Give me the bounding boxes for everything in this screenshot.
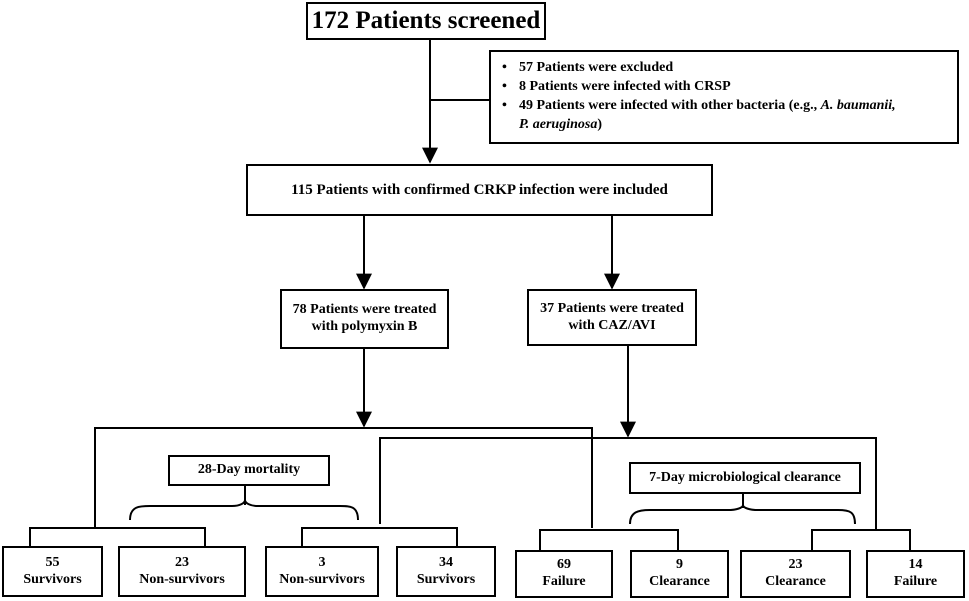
cazavi-box: 37 Patients were treated with CAZ/AVI	[527, 289, 697, 346]
outcome-label: Non-survivors	[279, 571, 365, 587]
outcome-label: Clearance	[765, 574, 826, 589]
outcome-label: Clearance	[649, 574, 710, 589]
polymyxin-frame	[95, 428, 592, 528]
outcome-box-3-non-survivors: 3 Non-survivors	[265, 546, 379, 597]
other-bacteria-item: 49 Patients were infected with other bac…	[499, 96, 949, 115]
outcome-count: 23	[788, 557, 803, 573]
mortality-label-box: 28-Day mortality	[168, 455, 330, 486]
outcome-count: 14	[908, 557, 923, 573]
polymyxin-line2: with polymyxin B	[311, 319, 418, 334]
outcome-box-69-failure: 69 Failure	[515, 550, 613, 598]
clearance-label: 7-Day microbiological clearance	[649, 469, 841, 485]
clearance-right-split	[812, 530, 910, 550]
outcome-label: Survivors	[23, 571, 82, 587]
included-label: 115 Patients with confirmed CRKP infecti…	[291, 182, 668, 198]
outcome-label: Failure	[542, 574, 586, 589]
outcome-count: 55	[45, 554, 60, 570]
screened-label: 172 Patients screened	[311, 7, 541, 34]
mortality-left-split	[30, 528, 205, 546]
cazavi-frame	[380, 438, 876, 529]
outcome-box-23-clearance: 23 Clearance	[740, 550, 851, 598]
outcome-count: 3	[318, 554, 326, 570]
other-bacteria-continuation: P. aeruginosa)	[519, 117, 602, 132]
outcome-label: Non-survivors	[139, 571, 225, 587]
exclusion-box: 57 Patients were excluded 8 Patients wer…	[489, 50, 959, 144]
clearance-left-split	[540, 530, 678, 550]
mortality-label: 28-Day mortality	[197, 462, 301, 478]
outcome-label: Survivors	[416, 571, 476, 587]
outcome-label: Failure	[893, 574, 938, 589]
polymyxin-line1: 78 Patients were treated	[292, 302, 437, 318]
species-b: P. aeruginosa	[519, 117, 598, 132]
outcome-box-14-failure: 14 Failure	[866, 550, 965, 598]
outcome-count: 9	[676, 557, 683, 573]
included-box: 115 Patients with confirmed CRKP infecti…	[246, 164, 713, 216]
outcome-box-55-survivors: 55 Survivors	[2, 546, 103, 597]
outcome-box-9-clearance: 9 Clearance	[630, 550, 729, 598]
crsp-item: 8 Patients were infected with CRSP	[499, 77, 949, 96]
cazavi-line1: 37 Patients were treated	[540, 300, 684, 316]
outcome-count: 34	[439, 554, 453, 570]
polymyxin-box: 78 Patients were treated with polymyxin …	[280, 289, 449, 349]
mortality-right-split	[302, 528, 457, 546]
species-a: A. baumanii,	[820, 98, 896, 113]
outcome-box-34-survivors: 34 Survivors	[396, 546, 496, 597]
clearance-brace	[630, 505, 855, 524]
excluded-item: 57 Patients were excluded	[499, 58, 949, 77]
outcome-count: 69	[557, 557, 571, 573]
screened-box: 172 Patients screened	[306, 2, 546, 40]
clearance-label-box: 7-Day microbiological clearance	[629, 462, 861, 494]
cazavi-line2: with CAZ/AVI	[568, 317, 656, 333]
outcome-box-23-non-survivors: 23 Non-survivors	[118, 546, 246, 597]
mortality-brace	[130, 500, 358, 520]
outcome-count: 23	[175, 554, 189, 570]
exclusion-list: 57 Patients were excluded 8 Patients wer…	[499, 58, 949, 115]
